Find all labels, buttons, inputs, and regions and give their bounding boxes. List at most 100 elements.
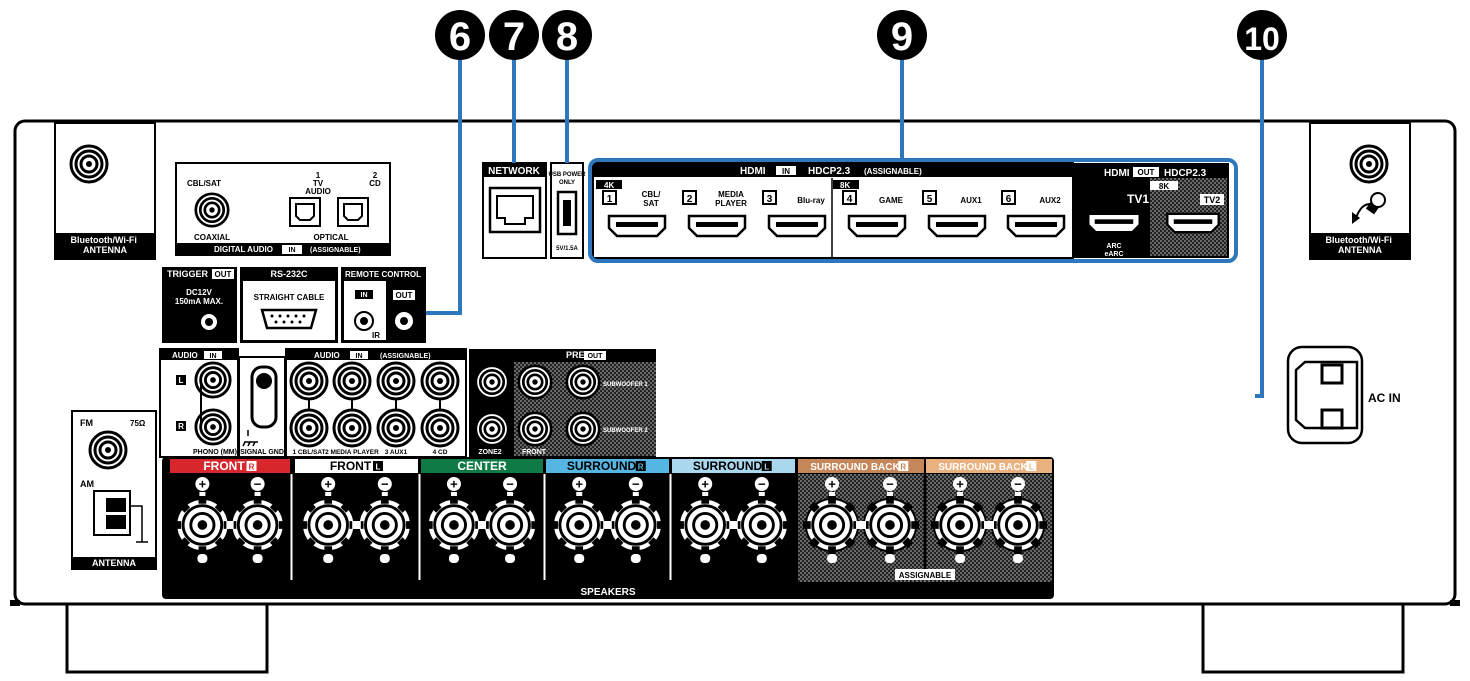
svg-text:IN: IN — [210, 353, 217, 360]
svg-text:+: + — [324, 477, 332, 492]
svg-text:TV: TV — [313, 179, 324, 188]
svg-text:STRAIGHT CABLE: STRAIGHT CABLE — [254, 293, 325, 302]
bt-antenna-right: Bluetooth/Wi-Fi ANTENNA — [1309, 122, 1411, 260]
svg-text:3: 3 — [767, 194, 773, 205]
speaker-channel-label: SURROUND — [693, 459, 763, 473]
svg-text:−: − — [886, 477, 894, 492]
svg-text:SAT: SAT — [643, 199, 659, 208]
svg-text:(ASSIGNABLE): (ASSIGNABLE) — [310, 247, 361, 254]
network-panel: NETWORK — [482, 162, 547, 259]
audio-in-jack-1[interactable]: 1 CBL/SAT — [289, 361, 329, 456]
svg-text:−: − — [758, 477, 766, 492]
svg-text:IN: IN — [361, 292, 368, 299]
callout-label: 8 — [556, 15, 578, 59]
antenna-screw-icon — [1365, 192, 1386, 215]
svg-text:OUT: OUT — [1138, 168, 1155, 177]
svg-text:OUT: OUT — [396, 291, 413, 300]
hdmi-port-icon — [767, 214, 827, 238]
svg-text:−: − — [254, 477, 262, 492]
hdmi-in-port-4[interactable]: 4 GAME — [842, 190, 907, 238]
svg-text:Blu-ray: Blu-ray — [797, 196, 825, 205]
svg-text:150mA MAX.: 150mA MAX. — [175, 297, 223, 306]
svg-text:−: − — [506, 477, 514, 492]
hdmi-port-icon — [607, 214, 667, 238]
svg-text:R: R — [638, 463, 644, 472]
trigger-out-panel: TRIGGER OUT DC12V 150mA MAX. — [162, 267, 237, 343]
svg-text:IN: IN — [289, 247, 296, 254]
speaker-channel-center[interactable]: CENTER+− — [421, 459, 543, 563]
svg-text:HDMI: HDMI — [740, 166, 766, 177]
svg-text:NETWORK: NETWORK — [488, 166, 540, 177]
svg-text:SUBWOOFER 2: SUBWOOFER 2 — [603, 428, 648, 434]
svg-text:SUBWOOFER 1: SUBWOOFER 1 — [603, 382, 648, 388]
svg-text:ASSIGNABLE: ASSIGNABLE — [899, 571, 952, 580]
svg-text:2: 2 — [687, 194, 693, 205]
hdmi-port-icon — [687, 214, 747, 238]
audio-in-jack-4[interactable]: 4 CD — [420, 361, 460, 456]
callout-label: 10 — [1244, 21, 1280, 57]
svg-text:AC IN: AC IN — [1368, 391, 1401, 405]
svg-text:4K: 4K — [604, 181, 614, 190]
speaker-channel-label: SURROUND BACK — [938, 462, 1028, 473]
svg-text:DC12V: DC12V — [186, 288, 212, 297]
svg-text:+: + — [575, 477, 583, 492]
foot-left — [65, 602, 269, 674]
svg-text:IN: IN — [782, 167, 790, 176]
svg-text:FRONT: FRONT — [522, 449, 547, 456]
audio-in-jack-2[interactable]: 2 MEDIA PLAYER — [325, 361, 379, 456]
rs232c-port — [260, 308, 318, 330]
svg-text:MEDIA: MEDIA — [718, 190, 744, 199]
svg-text:AUDIO: AUDIO — [305, 187, 331, 196]
svg-text:DIGITAL AUDIO: DIGITAL AUDIO — [214, 245, 273, 254]
ground-icon — [242, 430, 258, 447]
svg-text:PHONO (MM): PHONO (MM) — [193, 449, 237, 456]
svg-text:OUT: OUT — [215, 270, 232, 279]
svg-text:CD: CD — [369, 179, 381, 188]
svg-text:USB POWER: USB POWER — [548, 172, 586, 178]
svg-text:5: 5 — [927, 194, 933, 205]
svg-text:+: + — [199, 477, 207, 492]
svg-text:8K: 8K — [1159, 182, 1169, 191]
remote-control-panel: REMOTE CONTROL IN IR OUT — [341, 267, 426, 343]
svg-text:+: + — [956, 477, 964, 492]
svg-text:−: − — [632, 477, 640, 492]
digital-audio-panel: CBL/SAT COAXIAL 1 TV AUDIO 2 CD OPTICAL … — [175, 162, 391, 256]
audio-in-jack-3[interactable]: 3 AUX1 — [376, 361, 416, 456]
svg-text:−: − — [1014, 477, 1022, 492]
svg-text:GAME: GAME — [879, 196, 904, 205]
callout-label: 7 — [503, 15, 525, 59]
svg-text:CBL/SAT: CBL/SAT — [187, 179, 221, 188]
svg-text:TV2: TV2 — [1204, 195, 1221, 205]
svg-text:REMOTE CONTROL: REMOTE CONTROL — [345, 270, 421, 279]
svg-text:4 CD: 4 CD — [433, 449, 448, 456]
svg-text:CBL/: CBL/ — [642, 190, 661, 199]
speaker-channel-label: SURROUND — [567, 459, 637, 473]
svg-text:OPTICAL: OPTICAL — [313, 233, 348, 242]
svg-text:4: 4 — [847, 194, 853, 205]
svg-text:TV1: TV1 — [1127, 192, 1149, 206]
svg-text:SPEAKERS: SPEAKERS — [580, 587, 635, 598]
svg-text:8K: 8K — [840, 181, 850, 190]
hdmi-in-port-5[interactable]: 5 AUX1 — [922, 190, 987, 238]
svg-text:PRE: PRE — [566, 350, 585, 360]
svg-text:HDCP2.3: HDCP2.3 — [1164, 168, 1207, 179]
svg-text:AUX1: AUX1 — [960, 196, 982, 205]
callout-label: 6 — [449, 15, 471, 59]
svg-text:1: 1 — [607, 194, 613, 205]
svg-text:FM: FM — [80, 418, 93, 428]
svg-text:(ASSIGNABLE): (ASSIGNABLE) — [380, 353, 431, 360]
svg-text:AUDIO: AUDIO — [314, 351, 340, 360]
hdmi-in-port-3[interactable]: 3 Blu-ray — [762, 190, 827, 238]
hdmi-in-port-1[interactable]: 1 CBL/SAT — [602, 190, 667, 238]
